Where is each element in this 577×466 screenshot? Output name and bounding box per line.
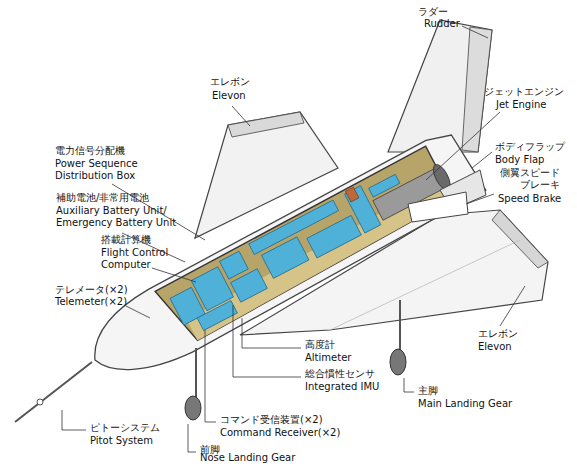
english-part-label: Pitot System	[90, 435, 153, 447]
english-part-label: Body Flap	[495, 154, 544, 166]
leader-line	[62, 410, 86, 430]
japanese-part-label: テレメータ(×2)	[55, 284, 128, 296]
equipment-box	[220, 251, 249, 279]
speed-brake	[408, 192, 468, 222]
gear-wheel	[390, 349, 406, 375]
english-part-label: Auxiliary Battery Unit/ Emergency Batter…	[56, 205, 184, 229]
leader-line	[404, 378, 414, 392]
main-gear	[390, 300, 406, 375]
pitot-probe	[37, 399, 43, 405]
pitot-probe	[15, 362, 92, 422]
japanese-part-label: 電力信号分配機	[55, 145, 125, 157]
leader-line	[242, 318, 301, 348]
vertical-tail	[388, 20, 492, 152]
english-part-label: Command Receiver(×2)	[220, 427, 340, 439]
fin-shape	[388, 20, 492, 152]
leader-line	[126, 306, 150, 318]
english-part-label: Jet Engine	[496, 99, 546, 111]
japanese-part-label: エレボン	[210, 76, 250, 88]
leader-line	[205, 330, 216, 422]
nose-gear	[185, 348, 201, 420]
leader-line	[500, 286, 525, 326]
japanese-part-label: 主脚	[418, 385, 438, 397]
leader-line	[152, 268, 196, 282]
leader-line	[188, 424, 196, 452]
leader-line	[233, 305, 301, 377]
english-part-label: Elevon	[212, 90, 246, 102]
equipment-box	[261, 237, 308, 279]
leader-line	[426, 112, 500, 180]
gear-strut	[399, 300, 401, 352]
equipment-box	[197, 301, 237, 331]
japanese-part-label: 高度計	[305, 339, 335, 351]
english-part-label: Integrated IMU	[305, 381, 379, 393]
leader-line	[466, 194, 494, 204]
equipment-box	[369, 174, 400, 197]
english-part-label: Power Sequence Distribution Box	[55, 158, 155, 182]
english-part-label: Telemeter(×2)	[55, 296, 127, 308]
japanese-part-label: 側翼スピードブレーキ	[496, 167, 560, 191]
leader-line	[232, 106, 250, 126]
japanese-part-label: 補助電池/非常用電池	[56, 192, 149, 204]
elevon-surface	[492, 210, 548, 268]
gear-wheel	[185, 396, 201, 420]
elevon-surface	[228, 112, 304, 137]
gear-strut	[195, 348, 197, 400]
leader-line	[472, 152, 492, 168]
english-part-label: Elevon	[478, 341, 512, 353]
leader-lines	[62, 26, 525, 452]
english-part-label: Main Landing Gear	[418, 398, 512, 410]
english-part-label: Speed Brake	[498, 193, 561, 205]
english-part-label: Altimeter	[305, 352, 351, 364]
equipment-boxes	[164, 186, 386, 338]
cutaway-opening	[153, 146, 456, 347]
engine-part	[345, 187, 359, 202]
japanese-part-label: 搭載計算機	[101, 234, 151, 246]
english-part-label: Flight Control Computer	[101, 247, 183, 271]
equipment-box	[231, 269, 268, 302]
japanese-part-label: エレボン	[478, 328, 518, 340]
leader-line	[462, 26, 488, 38]
japanese-part-label: 総合慣性センサ	[305, 368, 375, 380]
japanese-part-label: ピトーシステム	[90, 422, 160, 434]
english-part-label: Rudder	[424, 18, 460, 30]
japanese-part-label: ボディフラップ	[495, 141, 565, 153]
japanese-part-label: ジェットエンジン	[484, 86, 564, 98]
japanese-part-label: コマンド受信装置(×2)	[220, 414, 323, 426]
english-part-label: Nose Landing Gear	[200, 452, 295, 464]
equipment-box	[307, 215, 362, 258]
japanese-part-label: ラダー	[418, 6, 448, 18]
